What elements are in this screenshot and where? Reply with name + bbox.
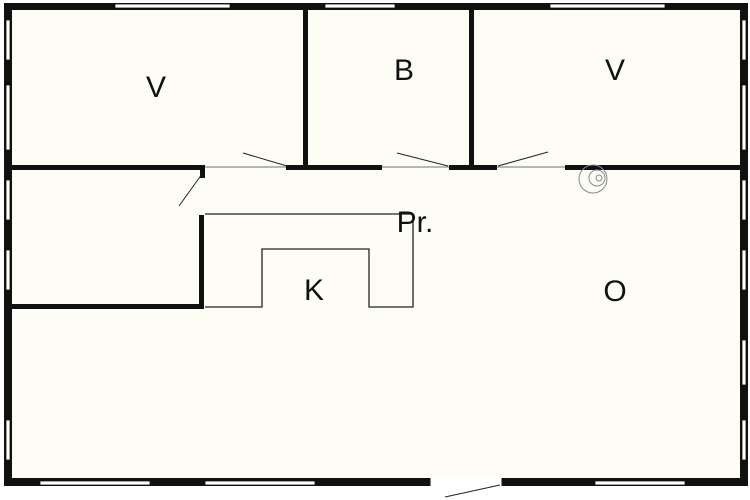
round-fixture-icon <box>578 164 608 194</box>
kitchen-counter <box>205 213 414 308</box>
wall-closet-bottom <box>8 304 204 309</box>
door-leaf-right-room <box>497 151 549 167</box>
window-left-2 <box>5 84 11 151</box>
window-bottom-3 <box>594 480 686 486</box>
interior-walls <box>8 8 742 309</box>
wall-divider-v-b <box>303 8 308 168</box>
window-right-2 <box>741 84 747 151</box>
window-left-4 <box>5 249 11 291</box>
wall-closet-right <box>199 215 204 309</box>
window-top-2 <box>324 3 396 9</box>
wall-right <box>740 3 748 486</box>
door-leaf-bathroom <box>396 152 449 167</box>
room-label-v-left: V <box>146 71 166 104</box>
door-leaf-left-room <box>242 152 288 167</box>
window-right-4 <box>741 249 747 291</box>
wall-bottom <box>4 478 746 486</box>
wall-mid-5 <box>565 165 742 170</box>
room-label-b: B <box>394 54 414 87</box>
window-top-1 <box>114 3 231 9</box>
window-right-1 <box>741 19 747 61</box>
room-label-k: K <box>304 274 324 307</box>
window-bottom-1 <box>39 480 151 486</box>
wall-mid-2 <box>286 165 306 170</box>
wall-divider-b-v <box>469 8 474 168</box>
window-left-3 <box>5 179 11 221</box>
fixture-middle <box>588 169 606 187</box>
entrance-door-gap <box>430 477 502 487</box>
fixture-outer <box>578 164 608 194</box>
wall-left <box>4 3 12 486</box>
room-label-o: O <box>603 275 626 308</box>
wall-closet-stub <box>200 168 205 178</box>
wall-mid-3 <box>306 165 382 170</box>
fixture-inner <box>595 174 603 182</box>
window-right-3 <box>741 179 747 221</box>
window-right-6 <box>741 419 747 461</box>
wall-mid-1 <box>8 165 205 170</box>
floor-area <box>8 8 742 482</box>
room-label-v-right: V <box>605 54 625 87</box>
window-right-5 <box>741 339 747 386</box>
doors <box>178 151 549 207</box>
windows <box>5 3 747 486</box>
window-top-3 <box>549 3 666 9</box>
room-label-pr: Pr. <box>397 206 434 239</box>
door-leaf-closet <box>178 173 203 207</box>
window-left-1 <box>5 19 11 61</box>
wall-mid-4 <box>449 165 497 170</box>
window-left-5 <box>5 419 11 461</box>
window-bottom-2 <box>204 480 316 486</box>
entrance-door-leaf <box>444 484 501 498</box>
